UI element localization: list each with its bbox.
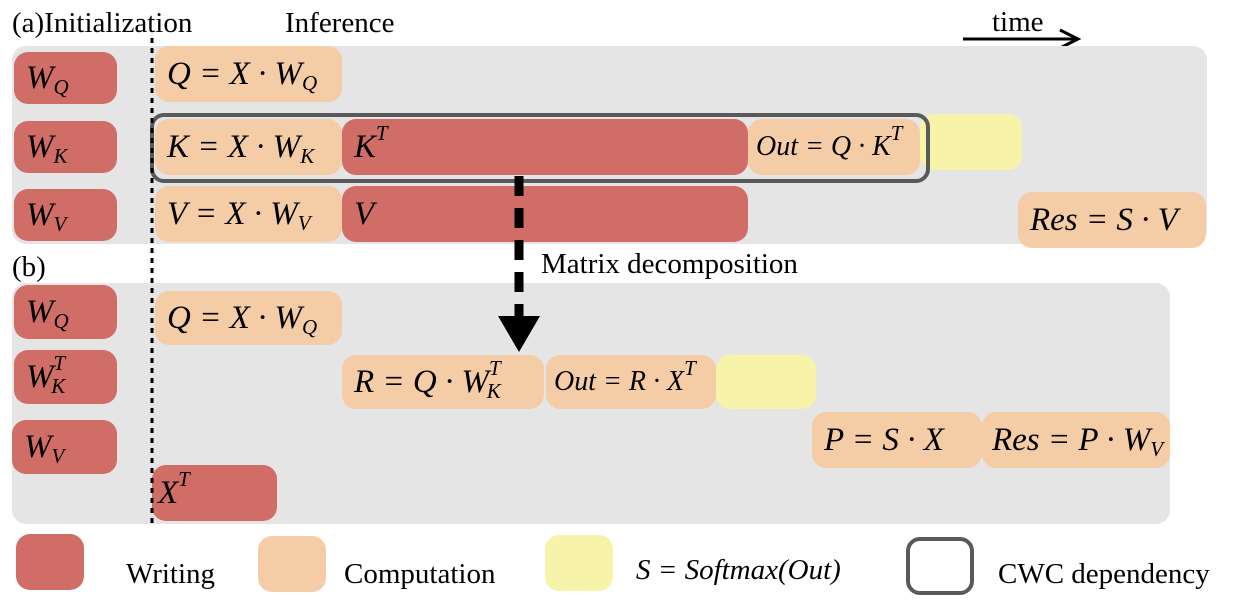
a-v-writing: V [342,186,748,242]
b-p-computation: P = S · X [812,412,982,468]
inference-label: Inference [285,7,395,39]
time-arrow-icon [963,28,1082,50]
matrix-decomposition-label: Matrix decomposition [541,248,798,280]
legend-cwc-label: CWC dependency [998,558,1210,590]
legend-computation-label: Computation [344,558,496,590]
panel-b-label: (b) [12,251,46,283]
panel-a-initialization-label: (a)Initialization [12,7,193,39]
legend-writing-swatch [16,534,84,590]
a-res-computation: Res = S · V [1018,192,1206,248]
legend-softmax-label: S = Softmax(Out) [636,554,841,586]
legend-computation-swatch [258,536,326,592]
legend-writing-label: Writing [126,558,216,590]
a-softmax-block [920,114,1022,170]
legend-cwc-swatch [906,537,974,595]
b-softmax-block [716,355,816,409]
initialization-divider-line [150,38,154,528]
matrix-decomposition-arrow-icon [498,176,540,352]
time-label: time [992,6,1044,38]
cwc-dependency-outline [150,113,930,183]
legend-softmax-swatch [545,535,613,591]
